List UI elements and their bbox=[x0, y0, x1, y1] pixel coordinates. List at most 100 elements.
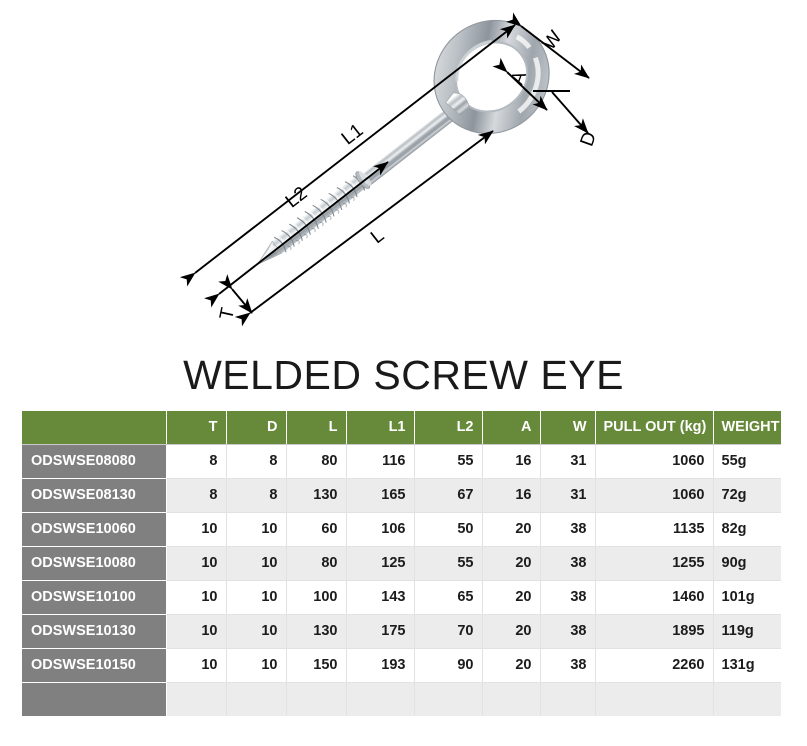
dimension-label-d: D bbox=[577, 129, 601, 149]
column-header-l[interactable]: L bbox=[286, 411, 347, 445]
cell-product-code: ODSWSE10060 bbox=[22, 512, 167, 547]
cell-l2: 70 bbox=[414, 614, 483, 649]
cell-l2 bbox=[414, 682, 483, 716]
cell-w: 31 bbox=[540, 478, 596, 513]
cell-l1: 175 bbox=[346, 614, 415, 649]
cell-l: 80 bbox=[286, 546, 347, 581]
cell-product-code: ODSWSE10100 bbox=[22, 580, 167, 615]
cell-l1: 116 bbox=[346, 444, 415, 479]
cell-t: 10 bbox=[166, 580, 227, 615]
cell-l: 60 bbox=[286, 512, 347, 547]
cell-d: 10 bbox=[226, 512, 287, 547]
cell-l1: 165 bbox=[346, 478, 415, 513]
cell-a: 20 bbox=[482, 614, 541, 649]
cell-d: 8 bbox=[226, 478, 287, 513]
screw-eye-illustration: L1 L2 L T A W D bbox=[179, 12, 601, 327]
cell-d: 10 bbox=[226, 648, 287, 683]
column-header-pullout[interactable]: PULL OUT (kg) bbox=[595, 411, 714, 445]
cell-d: 10 bbox=[226, 580, 287, 615]
cell-d: 8 bbox=[226, 444, 287, 479]
cell-product-code: ODSWSE10130 bbox=[22, 614, 167, 649]
cell-product-code: ODSWSE10080 bbox=[22, 546, 167, 581]
cell-product-code: ODSWSE08130 bbox=[22, 478, 167, 513]
cell-l2: 67 bbox=[414, 478, 483, 513]
cell-l1: 106 bbox=[346, 512, 415, 547]
cell-l: 130 bbox=[286, 614, 347, 649]
dimension-arrow-d bbox=[533, 90, 589, 134]
cell-l2: 90 bbox=[414, 648, 483, 683]
column-header-t[interactable]: T bbox=[166, 411, 227, 445]
cell-l: 100 bbox=[286, 580, 347, 615]
table-header: T D L L1 L2 A W PULL OUT (kg) WEIGHT bbox=[22, 411, 781, 445]
cell-l: 150 bbox=[286, 648, 347, 683]
cell-a: 20 bbox=[482, 580, 541, 615]
page-title: WELDED SCREW EYE bbox=[183, 352, 624, 398]
cell-weight: 119g bbox=[713, 614, 781, 649]
column-header-l2[interactable]: L2 bbox=[414, 411, 483, 445]
cell-weight: 131g bbox=[713, 648, 781, 683]
cell-w: 38 bbox=[540, 580, 596, 615]
dimension-arrow-l bbox=[234, 130, 494, 327]
cell-product-code: ODSWSE08080 bbox=[22, 444, 167, 479]
cell-w: 38 bbox=[540, 614, 596, 649]
column-header-l1[interactable]: L1 bbox=[346, 411, 415, 445]
column-header-weight[interactable]: WEIGHT bbox=[713, 411, 781, 445]
cell-l2: 65 bbox=[414, 580, 483, 615]
cell-l1: 143 bbox=[346, 580, 415, 615]
cell-pull: 1255 bbox=[595, 546, 714, 581]
column-header-d[interactable]: D bbox=[226, 411, 287, 445]
cell-t: 8 bbox=[166, 444, 227, 479]
cell-l: 80 bbox=[286, 444, 347, 479]
cell-d bbox=[226, 682, 287, 716]
dimension-arrow-l1 bbox=[179, 24, 516, 287]
cell-a: 16 bbox=[482, 444, 541, 479]
cell-t: 8 bbox=[166, 478, 227, 513]
cell-a: 16 bbox=[482, 478, 541, 513]
cell-t: 10 bbox=[166, 546, 227, 581]
dimension-arrow-w bbox=[505, 12, 590, 79]
cell-l bbox=[286, 682, 347, 716]
table-header-row: T D L L1 L2 A W PULL OUT (kg) WEIGHT bbox=[22, 411, 781, 445]
cell-pull: 1895 bbox=[595, 614, 714, 649]
dimension-label-l1: L1 bbox=[338, 120, 368, 150]
cell-l1 bbox=[346, 682, 415, 716]
cell-l1: 193 bbox=[346, 648, 415, 683]
cell-w: 38 bbox=[540, 512, 596, 547]
cell-t bbox=[166, 682, 227, 716]
column-header-w[interactable]: W bbox=[540, 411, 596, 445]
cell-pull: 2260 bbox=[595, 648, 714, 683]
cell-weight: 101g bbox=[713, 580, 781, 615]
dimension-arrow-t bbox=[218, 274, 253, 314]
cell-w: 31 bbox=[540, 444, 596, 479]
cell-a bbox=[482, 682, 541, 716]
cell-d: 10 bbox=[226, 614, 287, 649]
cell-a: 20 bbox=[482, 546, 541, 581]
dimension-arrows bbox=[179, 12, 590, 327]
cell-product-code bbox=[22, 682, 167, 716]
cell-weight: 90g bbox=[713, 546, 781, 581]
cell-weight: 82g bbox=[713, 512, 781, 547]
cell-pull bbox=[595, 682, 714, 716]
cell-l2: 55 bbox=[414, 444, 483, 479]
specification-table-container: T D L L1 L2 A W PULL OUT (kg) WEIGHT ODS… bbox=[22, 411, 781, 716]
specification-table: T D L L1 L2 A W PULL OUT (kg) WEIGHT ODS… bbox=[22, 411, 781, 716]
column-header-a[interactable]: A bbox=[482, 411, 541, 445]
dimension-label-l: L bbox=[367, 225, 388, 248]
cell-l: 130 bbox=[286, 478, 347, 513]
cell-pull: 1135 bbox=[595, 512, 714, 547]
cell-pull: 1060 bbox=[595, 478, 714, 513]
cell-a: 20 bbox=[482, 648, 541, 683]
cell-w: 38 bbox=[540, 546, 596, 581]
column-header-code[interactable] bbox=[22, 411, 167, 445]
product-diagram: L1 L2 L T A W D bbox=[0, 0, 807, 345]
cell-l2: 55 bbox=[414, 546, 483, 581]
cell-l2: 50 bbox=[414, 512, 483, 547]
cell-d: 10 bbox=[226, 546, 287, 581]
